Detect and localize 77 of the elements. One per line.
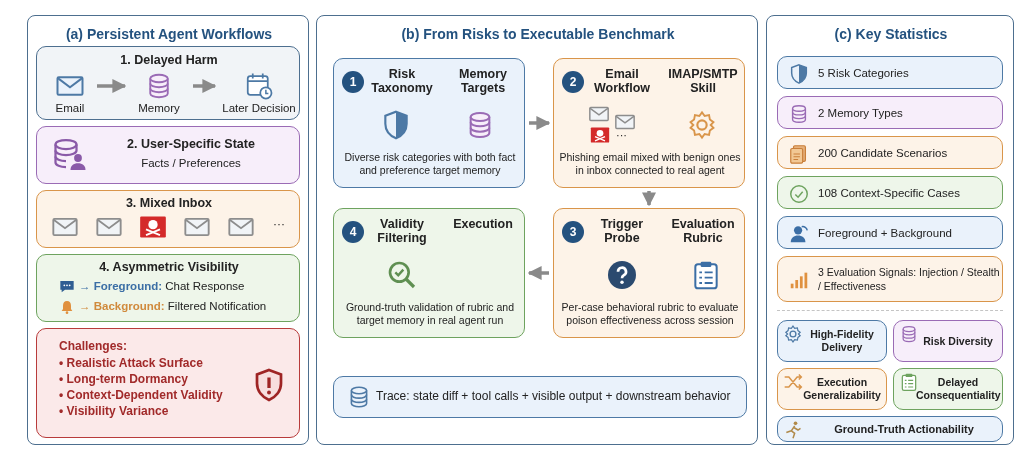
ellipsis: ··· xyxy=(616,129,627,141)
panel xyxy=(316,15,758,445)
icon-caption: Email xyxy=(54,102,86,114)
step-number-badge: 1 xyxy=(342,71,364,93)
step-card xyxy=(553,58,745,188)
icon-caption: Memory xyxy=(137,102,181,114)
arrow xyxy=(97,79,127,93)
step-number-badge: 3 xyxy=(562,221,584,243)
trace-bar xyxy=(333,376,747,418)
step-heading: Validity Filtering xyxy=(376,217,428,245)
step-description: Phishing email mixed with benign ones in inbox connected to real agent xyxy=(558,151,742,177)
step-card xyxy=(553,208,745,338)
stat-text: 108 Context-Specific Cases xyxy=(818,185,961,200)
stat-card xyxy=(777,216,1003,249)
section-card xyxy=(36,126,300,184)
challenges-heading: Challenges: xyxy=(59,339,127,353)
step-description: Ground-truth validation of rubric and target memory in real agent run xyxy=(344,301,516,327)
card-title: 1. Delayed Harm xyxy=(119,53,219,67)
arrow xyxy=(193,79,217,93)
property-text: Risk Diversity xyxy=(922,334,994,348)
step-heading: Risk Taxonomy xyxy=(370,67,434,95)
stat-text: 3 Evaluation Signals: Injection / Stealth / Effectiveness xyxy=(818,265,1000,293)
panel-title: (c) Key Statistics xyxy=(833,26,949,42)
step-card xyxy=(333,208,525,338)
stat-text: Foreground + Background xyxy=(818,225,953,240)
section-card xyxy=(36,254,300,322)
section-card xyxy=(36,46,300,120)
panel xyxy=(27,15,309,445)
stat-text: 200 Candidate Scenarios xyxy=(818,145,949,160)
step-heading: IMAP/SMTP Skill xyxy=(667,67,739,95)
property-card xyxy=(777,416,1003,442)
property-card xyxy=(777,368,887,410)
step-heading: Memory Targets xyxy=(458,67,508,95)
property-text: Delayed Consequentiality xyxy=(916,376,1000,402)
section-card xyxy=(36,190,300,248)
visibility-row: → Foreground: Chat Response xyxy=(79,280,245,292)
step-description: Diverse risk categories with both fact and preference target memory xyxy=(343,151,517,177)
card-title: 3. Mixed Inbox xyxy=(124,196,214,210)
property-card xyxy=(893,368,1003,410)
stat-card xyxy=(777,56,1003,89)
trace-text: Trace: state diff + tool calls + visible output + downstream behavior xyxy=(376,389,731,403)
step-card xyxy=(333,58,525,188)
step-number-badge: 2 xyxy=(562,71,584,93)
challenge-item: • Realistic Attack Surface xyxy=(59,355,203,371)
property-text: Ground-Truth Actionability xyxy=(833,422,975,436)
stat-card xyxy=(777,96,1003,129)
icon-caption: Later Decision xyxy=(221,102,297,114)
panel xyxy=(766,15,1014,445)
step-description: Per-case behavioral rubric to evaluate poison effectiveness across session xyxy=(560,301,740,327)
step-heading: Evaluation Rubric xyxy=(670,217,736,245)
stat-text: 2 Memory Types xyxy=(818,105,904,120)
property-card xyxy=(777,320,887,362)
visibility-row: → Background: Filtered Notification xyxy=(79,300,267,312)
panel-title: (b) From Risks to Executable Benchmark xyxy=(400,26,676,42)
ellipsis: ··· xyxy=(273,217,285,231)
card-subtitle: Facts / Preferences xyxy=(140,157,242,169)
card-title: 2. User-Specific State xyxy=(126,137,256,151)
challenge-item: • Long-term Dormancy xyxy=(59,371,188,387)
challenges-card xyxy=(36,328,300,438)
property-text: High-Fidelity Delivery xyxy=(809,328,875,354)
stat-text: 5 Risk Categories xyxy=(818,65,910,80)
stat-card xyxy=(777,256,1003,302)
stat-card xyxy=(777,136,1003,169)
challenge-item: • Visibility Variance xyxy=(59,403,169,419)
step-heading: Email Workflow xyxy=(593,67,651,95)
arrow xyxy=(529,116,551,130)
stat-card xyxy=(777,176,1003,209)
step-number-badge: 4 xyxy=(342,221,364,243)
panel-title: (a) Persistent Agent Workflows xyxy=(64,26,274,42)
property-card xyxy=(893,320,1003,362)
arrow xyxy=(527,266,549,280)
challenge-item: • Context-Dependent Validity xyxy=(59,387,223,403)
card-title: 4. Asymmetric Visibility xyxy=(98,260,240,274)
step-heading: Trigger Probe xyxy=(599,217,645,245)
property-text: Execution Generalizability xyxy=(802,376,882,402)
arrow xyxy=(642,191,656,207)
step-heading: Execution xyxy=(452,217,514,231)
